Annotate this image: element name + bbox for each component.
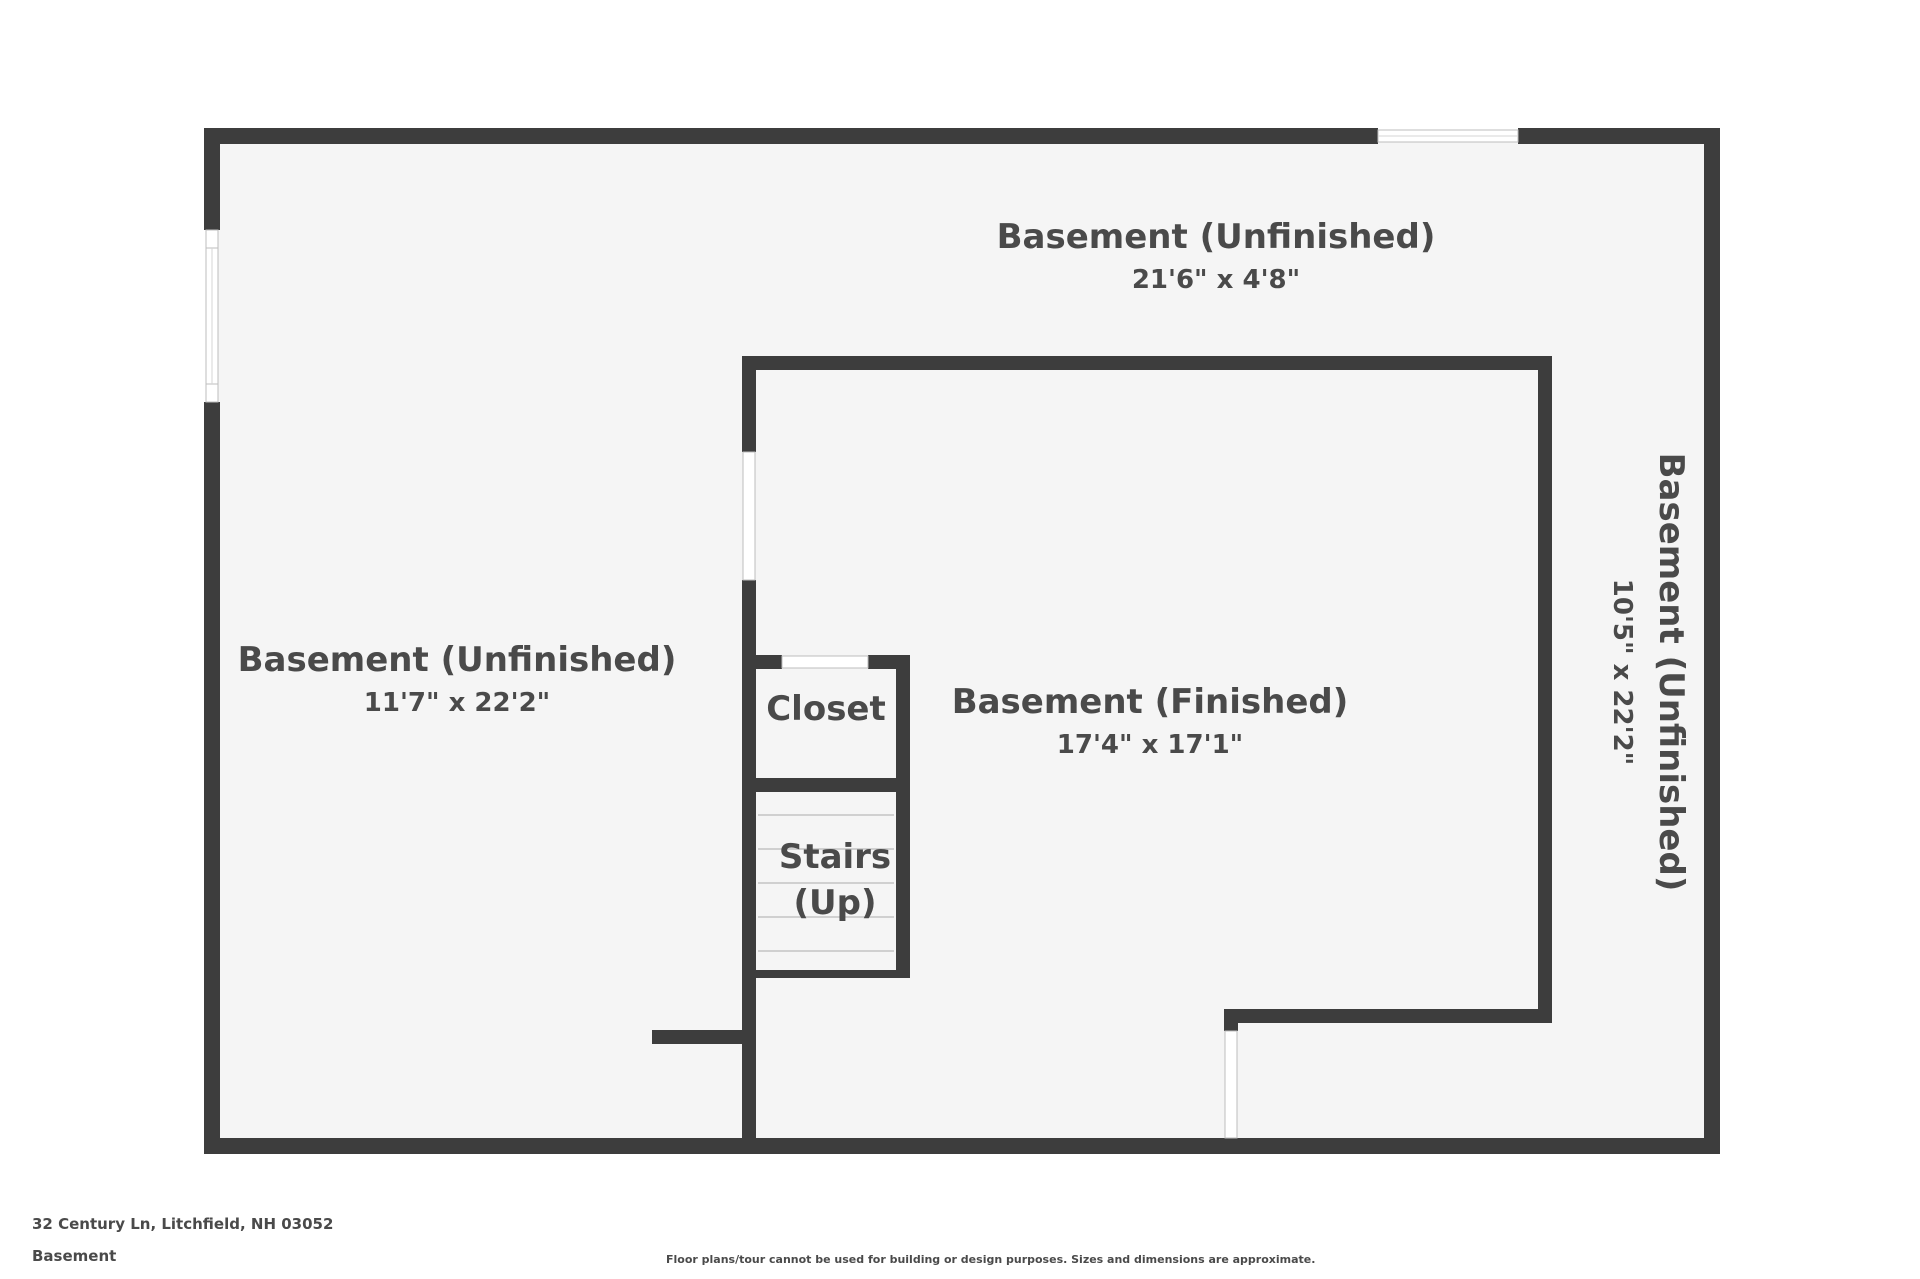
interior-walls <box>652 356 1552 1146</box>
door-right-bottom <box>1224 1030 1238 1139</box>
finished-room-wall-bottom <box>1224 1009 1552 1023</box>
stairs-wall-bottom <box>742 970 910 978</box>
door-finished-room-left <box>742 451 756 581</box>
disclaimer-text: Floor plans/tour cannot be used for buil… <box>666 1253 1316 1266</box>
exterior-wall-left-lower <box>204 402 220 1154</box>
room-label-stairs-line1: Stairs <box>779 837 891 877</box>
door-closet <box>781 655 869 669</box>
exterior-wall-left-upper <box>204 128 220 230</box>
finished-room-wall-left-lower <box>742 580 756 1146</box>
room-label-top-dims: 21'6" x 4'8" <box>1132 265 1300 295</box>
exterior-wall-bottom <box>204 1138 1720 1154</box>
exterior-wall-top-right <box>1518 128 1720 144</box>
room-label-left-name: Basement (Unfinished) <box>238 640 677 680</box>
room-label-closet-name: Closet <box>766 689 886 729</box>
property-address: 32 Century Ln, Litchfield, NH 03052 <box>32 1215 334 1233</box>
exterior-wall-top-left <box>204 128 1378 144</box>
floor-label: Basement <box>32 1247 117 1265</box>
room-label-top-name: Basement (Unfinished) <box>997 217 1436 257</box>
finished-room-wall-top <box>742 356 1552 370</box>
room-label-center-dims: 17'4" x 17'1" <box>1057 730 1243 760</box>
room-label-center-name: Basement (Finished) <box>952 682 1349 722</box>
stub-wall <box>652 1030 756 1044</box>
room-label-right-dims: 10'5" x 22'2" <box>1607 579 1637 765</box>
closet-wall-bottom <box>742 778 910 792</box>
room-label-left-dims: 11'7" x 22'2" <box>364 688 550 718</box>
room-label-right-name: Basement (Unfinished) <box>1651 453 1691 892</box>
stair-treads <box>758 814 894 952</box>
closet-wall-right <box>896 655 910 978</box>
floor-area <box>212 136 1712 1146</box>
finished-room-wall-notch <box>1224 1009 1238 1031</box>
exterior-walls <box>204 128 1720 1154</box>
windows <box>205 129 1519 403</box>
finished-room-wall-right <box>1538 356 1552 1023</box>
finished-room-wall-left-upper <box>742 356 756 452</box>
room-label-stairs-line2: (Up) <box>793 883 876 923</box>
closet-wall-top-left <box>742 655 782 669</box>
doors <box>742 451 1238 1139</box>
exterior-wall-right <box>1704 128 1720 1154</box>
